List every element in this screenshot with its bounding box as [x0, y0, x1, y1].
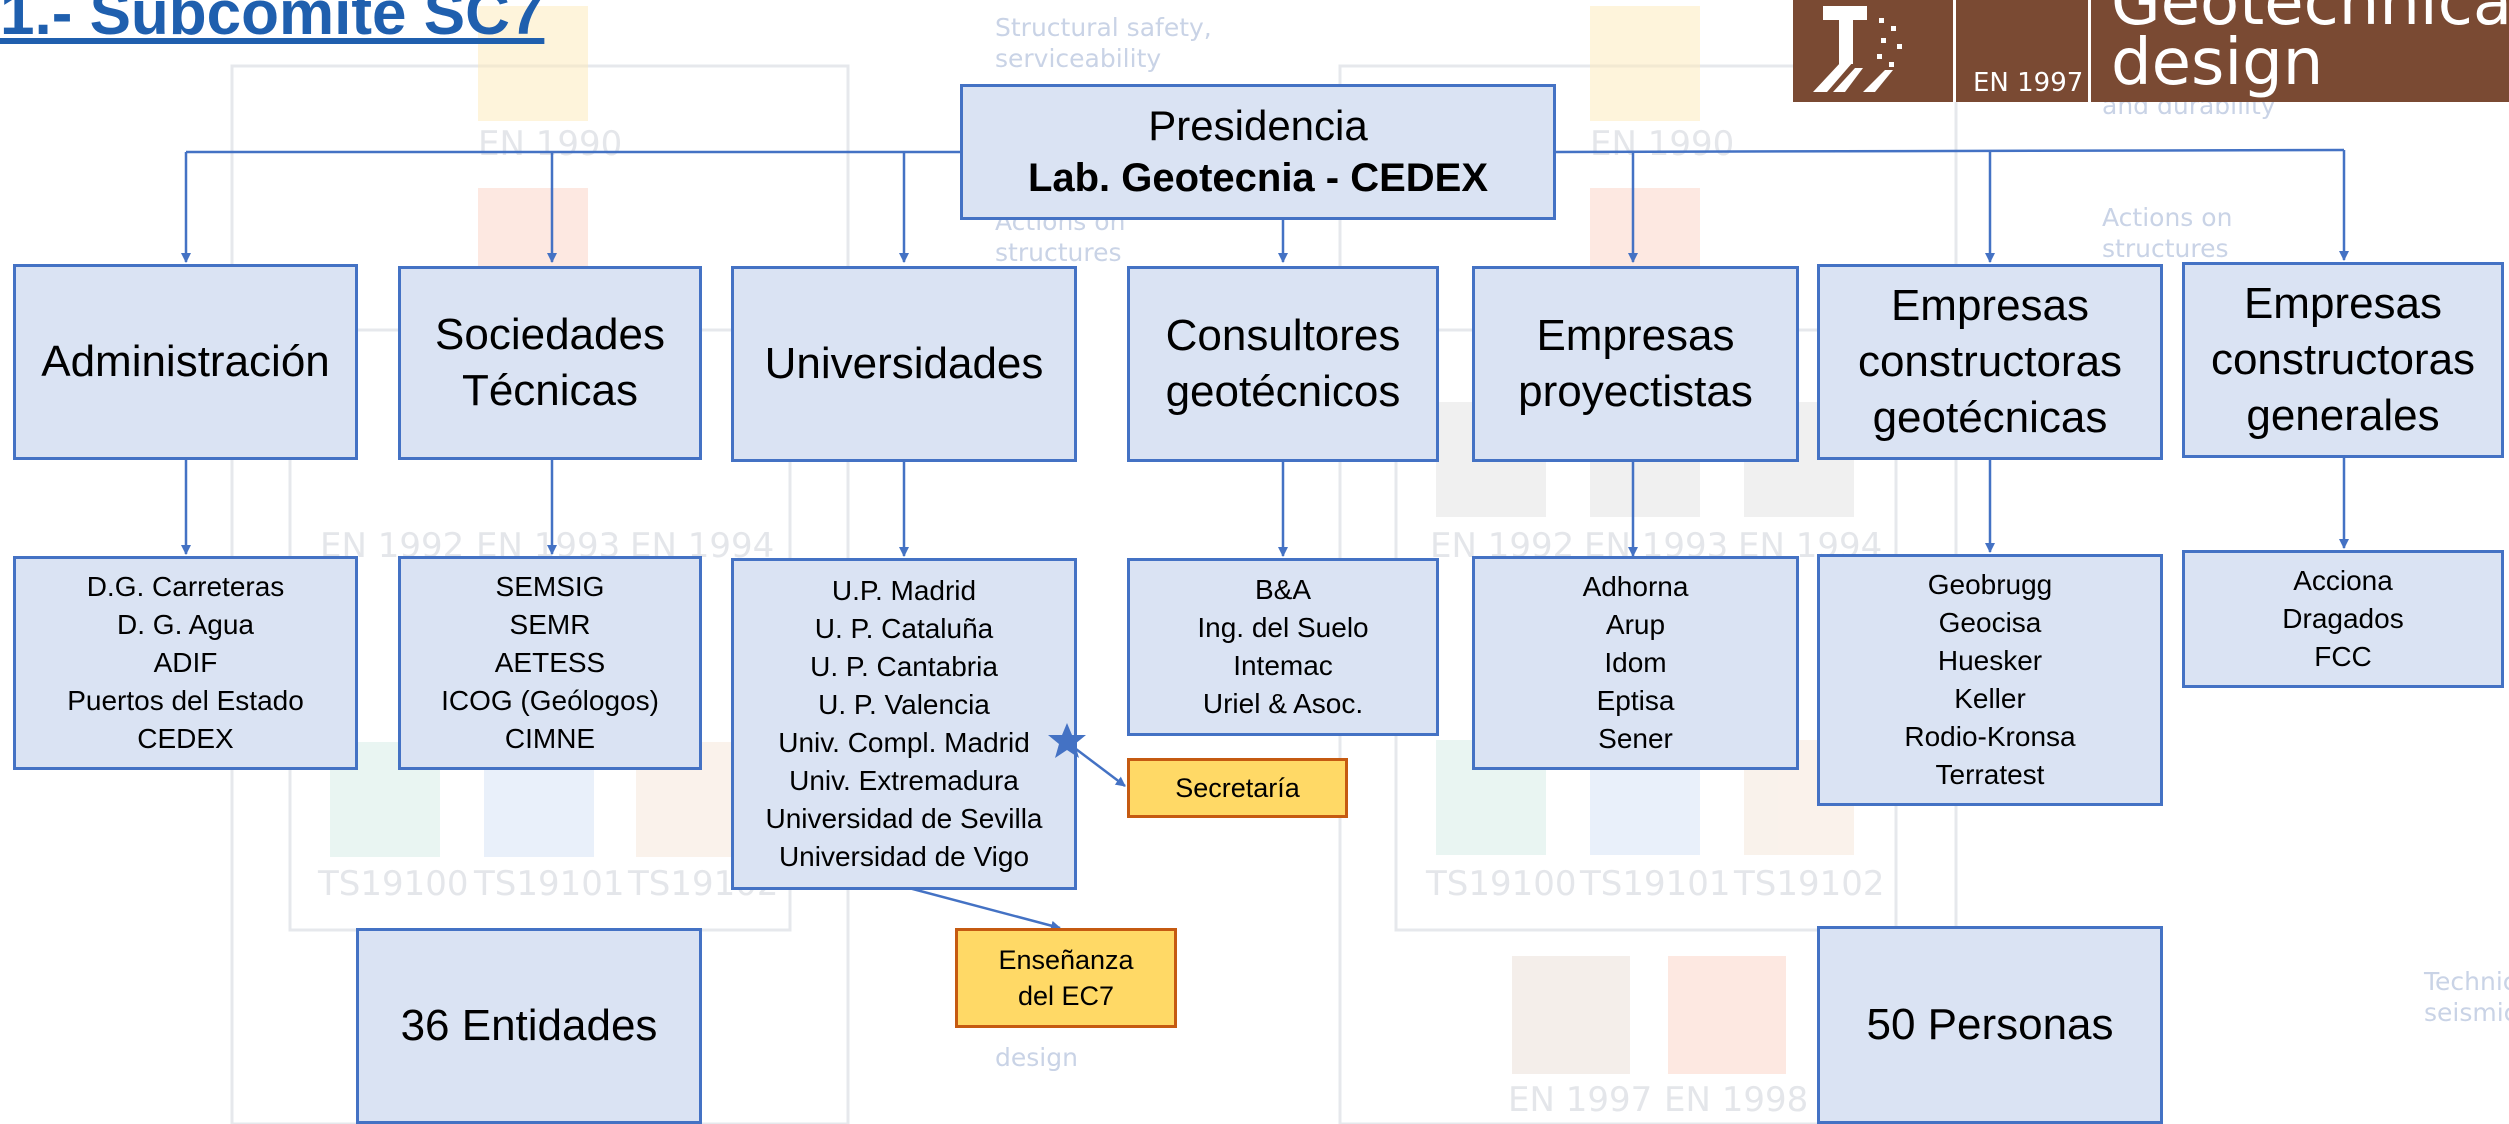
- entidades-box: 36 Entidades: [356, 928, 702, 1124]
- presidencia-lab: Lab. Geotecnia - CEDEX: [1027, 156, 1489, 200]
- list-item: Intemac: [1233, 650, 1333, 681]
- header-empresas-constructoras-generales: Empresas constructoras generales: [2182, 262, 2504, 458]
- ensenanza-label: Enseñanza: [998, 945, 1134, 975]
- header-label: constructoras: [2210, 335, 2476, 384]
- header-label: Consultores: [1165, 311, 1401, 360]
- list-item: SEMR: [509, 609, 591, 640]
- list-item: Geobrugg: [1927, 569, 2053, 600]
- list-item: U.P. Madrid: [831, 575, 977, 606]
- banner-title-line2: design: [2111, 26, 2324, 100]
- list-item: CEDEX: [137, 723, 234, 754]
- header-administracion: Administración: [13, 264, 358, 460]
- secretaria-label: Secretaría: [1175, 773, 1300, 803]
- list-item: Universidad de Vigo: [778, 841, 1030, 872]
- list-item: B&A: [1254, 574, 1312, 605]
- entidades-count: 36 Entidades: [400, 1001, 658, 1050]
- list-item: AETESS: [494, 647, 606, 678]
- background-code: EN 1990: [478, 124, 623, 164]
- header-label: Empresas: [2243, 279, 2443, 328]
- header-empresas-proyectistas: Empresas proyectistas: [1472, 266, 1799, 462]
- list-item: Rodio-Kronsa: [1904, 721, 2076, 752]
- list-item: FCC: [2314, 641, 2372, 672]
- header-label: Empresas: [1536, 311, 1735, 360]
- header-label: generales: [2246, 391, 2440, 440]
- background-code: TS19100: [318, 864, 469, 904]
- banner-divider: [2088, 0, 2091, 102]
- background-code: EN 1990: [1590, 124, 1735, 164]
- list-item: Huesker: [1937, 645, 2043, 676]
- background-text-structural-safety: Structural safety,serviceability: [995, 13, 1212, 74]
- list-item: Univ. Compl. Madrid: [778, 727, 1030, 758]
- header-label: proyectistas: [1518, 367, 1753, 416]
- header-sociedades-tecnicas: Sociedades Técnicas: [398, 266, 702, 460]
- list-universidades: U.P. Madrid U. P. Cataluña U. P. Cantabr…: [731, 558, 1077, 890]
- list-item: D. G. Agua: [117, 609, 254, 640]
- banner-code: EN 1997: [1973, 68, 2084, 98]
- header-label: Empresas: [1890, 281, 2090, 330]
- background-code: TS19101: [474, 864, 625, 904]
- list-item: D.G. Carreteras: [86, 571, 285, 602]
- list-empresas-constructoras-geotecnicas: Geobrugg Geocisa Huesker Keller Rodio-Kr…: [1817, 554, 2163, 806]
- list-item: Univ. Extremadura: [789, 765, 1019, 796]
- ensenanza-box: Enseñanza del EC7: [955, 928, 1177, 1028]
- list-item: U. P. Valencia: [818, 689, 990, 720]
- geotechnical-logo-icon: [1793, 0, 1953, 102]
- header-label: Administración: [41, 337, 330, 386]
- header-label: geotécnicas: [1872, 393, 2108, 442]
- list-item: Adhorna: [1582, 571, 1689, 602]
- background-code: TS19101: [1580, 864, 1731, 904]
- presidencia-box: Presidencia Lab. Geotecnia - CEDEX: [960, 84, 1556, 220]
- header-label: constructoras: [1857, 337, 2123, 386]
- list-item: Puertos del Estado: [67, 685, 304, 716]
- header-label: Técnicas: [461, 366, 639, 415]
- header-label: geotécnicos: [1165, 367, 1401, 416]
- header-consultores-geotecnicos: Consultores geotécnicos: [1127, 266, 1439, 462]
- list-item: Terratest: [1935, 759, 2045, 790]
- background-code: EN 1998: [1664, 1080, 1809, 1120]
- ensenanza-label: del EC7: [1017, 981, 1115, 1011]
- list-item: Uriel & Asoc.: [1202, 688, 1364, 719]
- list-item: CIMNE: [504, 723, 596, 754]
- personas-count: 50 Personas: [1866, 1000, 2114, 1049]
- star-icon: [1048, 723, 1086, 758]
- list-item: ICOG (Geólogos): [441, 685, 659, 716]
- list-item: Dragados: [2282, 603, 2404, 634]
- list-item: Idom: [1604, 647, 1667, 678]
- geotechnical-design-banner: EN 1997 Geotechnical design: [1793, 0, 2509, 102]
- background-code: TS19100: [1426, 864, 1577, 904]
- secretaria-box: Secretaría: [1127, 758, 1348, 818]
- list-item: ADIF: [153, 647, 218, 678]
- list-item: Universidad de Sevilla: [765, 803, 1043, 834]
- banner-title-line1: Geotechnical: [2111, 0, 2509, 40]
- presidencia-label: Presidencia: [1148, 102, 1368, 149]
- list-item: Keller: [1954, 683, 2026, 714]
- list-item: Sener: [1598, 723, 1673, 754]
- list-item: U. P. Cataluña: [814, 613, 994, 644]
- page-title: 1.- Subcomité SC7: [0, 0, 545, 48]
- list-item: Geocisa: [1938, 607, 2042, 638]
- header-label: Sociedades: [435, 310, 665, 359]
- list-consultores-geotecnicos: B&A Ing. del Suelo Intemac Uriel & Asoc.: [1127, 558, 1439, 736]
- background-text-design: design: [995, 1043, 1078, 1072]
- banner-divider: [1953, 0, 1956, 102]
- list-sociedades-tecnicas: SEMSIG SEMR AETESS ICOG (Geólogos) CIMNE: [398, 556, 702, 770]
- list-item: SEMSIG: [495, 571, 605, 602]
- header-empresas-constructoras-geotecnicas: Empresas constructoras geotécnicas: [1817, 264, 2163, 460]
- list-administracion: D.G. Carreteras D. G. Agua ADIF Puertos …: [13, 556, 358, 770]
- list-item: Arup: [1605, 609, 1666, 640]
- background-text-seismic: Technicalseismic: [2424, 967, 2509, 1028]
- list-item: Eptisa: [1596, 685, 1675, 716]
- personas-box: 50 Personas: [1817, 926, 2163, 1124]
- list-item: Acciona: [2293, 565, 2393, 596]
- list-item: U. P. Cantabria: [810, 651, 998, 682]
- background-code: EN 1997: [1508, 1080, 1653, 1120]
- header-label: Universidades: [764, 339, 1044, 388]
- list-empresas-constructoras-generales: Acciona Dragados FCC: [2182, 550, 2504, 688]
- background-code: TS19102: [1734, 864, 1885, 904]
- list-item: Ing. del Suelo: [1197, 612, 1369, 643]
- header-universidades: Universidades: [731, 266, 1077, 462]
- list-empresas-proyectistas: Adhorna Arup Idom Eptisa Sener: [1472, 556, 1799, 770]
